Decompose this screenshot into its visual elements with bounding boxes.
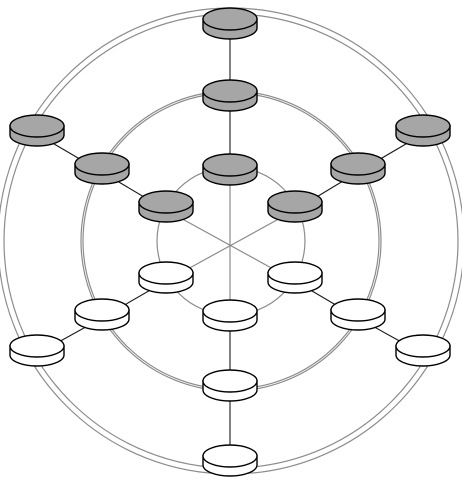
filled-top-outer-disk: [202, 7, 258, 40]
filled-left-inner-disk: [138, 190, 194, 223]
disk-top: [74, 298, 130, 322]
empty-right-middle-disk: [330, 298, 386, 331]
disk-top: [138, 261, 194, 285]
empty-left-outer-disk: [9, 334, 65, 367]
disk-top: [267, 261, 323, 285]
empty-left-middle-disk: [74, 298, 130, 331]
disk-top: [267, 190, 323, 214]
disk-top: [202, 369, 258, 393]
ring-1: [82, 92, 380, 390]
disk-pieces: [9, 7, 451, 477]
concentric-rings: [0, 7, 462, 475]
filled-left-outer-disk: [9, 114, 65, 147]
empty-right-inner-disk: [267, 261, 323, 294]
disk-top: [202, 7, 258, 31]
disk-top: [330, 298, 386, 322]
disk-top: [202, 299, 258, 323]
filled-right-outer-disk: [395, 114, 451, 147]
filled-left-middle-disk: [74, 152, 130, 185]
empty-left-inner-disk: [138, 261, 194, 294]
disk-top: [138, 190, 194, 214]
filled-top-middle-disk: [202, 79, 258, 112]
disk-top: [395, 334, 451, 358]
disk-top: [74, 152, 130, 176]
filled-top-inner-disk: [202, 153, 258, 186]
outer-ring-a: [0, 7, 462, 475]
empty-bottom-inner-disk: [202, 299, 258, 332]
disk-top: [330, 152, 386, 176]
disk-top: [202, 444, 258, 468]
disk-top: [202, 153, 258, 177]
disk-top: [202, 79, 258, 103]
disk-top: [9, 114, 65, 138]
disk-top: [9, 334, 65, 358]
filled-right-middle-disk: [330, 152, 386, 185]
empty-right-outer-disk: [395, 334, 451, 367]
empty-bottom-middle-disk: [202, 369, 258, 402]
filled-right-inner-disk: [267, 190, 323, 223]
empty-bottom-outer-disk: [202, 444, 258, 477]
inner-ring: [156, 166, 306, 316]
disk-top: [395, 114, 451, 138]
